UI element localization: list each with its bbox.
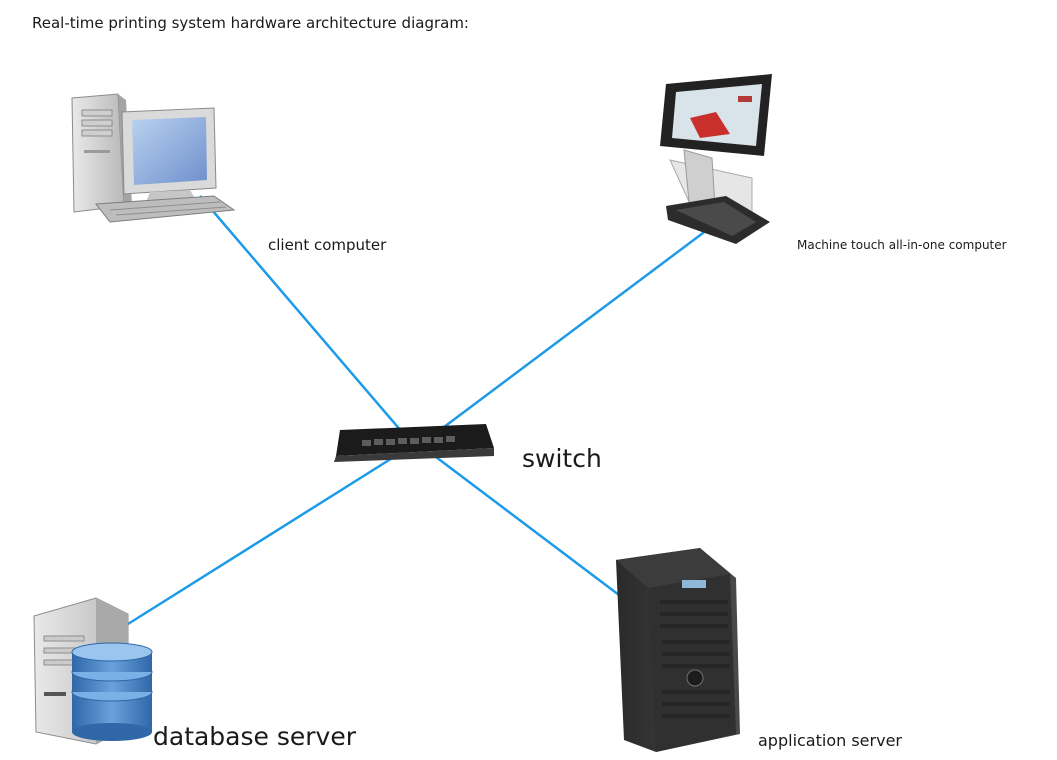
diagram-title: Real-time printing system hardware archi… — [32, 14, 469, 32]
application-server-label: application server — [758, 731, 902, 750]
link-app-switch — [431, 453, 624, 599]
touch-computer-label: Machine touch all-in-one computer — [797, 238, 1007, 252]
client-computer-label: client computer — [268, 236, 387, 254]
database-server-icon — [33, 597, 153, 745]
link-client-switch — [199, 195, 403, 433]
network-switch-icon — [334, 424, 494, 462]
link-db-switch — [127, 448, 406, 626]
database-server-label: database server — [153, 722, 356, 751]
desktop-computer-icon — [71, 93, 236, 223]
connection-lines — [127, 195, 708, 626]
switch-label: switch — [522, 444, 602, 473]
tower-server-icon — [616, 548, 740, 752]
touch-kiosk-icon — [660, 74, 772, 244]
link-touch-switch — [431, 228, 708, 438]
